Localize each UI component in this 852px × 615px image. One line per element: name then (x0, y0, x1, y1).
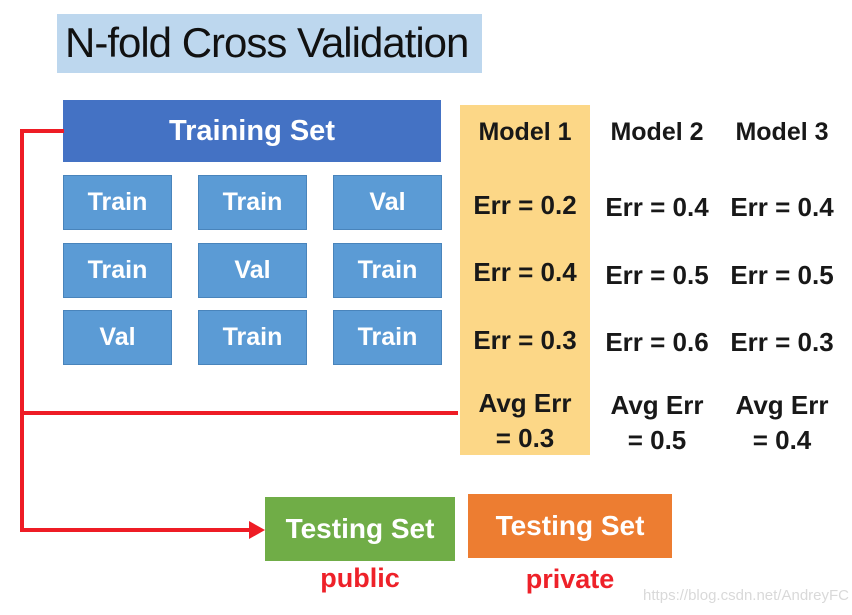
model3-err-fold1: Err = 0.4 (730, 192, 834, 222)
model1-highlight-panel (460, 105, 590, 455)
model2-err-fold3: Err = 0.6 (605, 327, 709, 357)
model2-avg-err-line1: Avg Err (610, 390, 704, 420)
model1-err-fold2: Err = 0.4 (473, 257, 577, 287)
model2-avg-err-line2: = 0.5 (627, 425, 687, 455)
fold-cell-r1c2: Train (198, 175, 307, 230)
watermark-url: https://blog.csdn.net/AndreyFC (643, 587, 849, 604)
model2-err-fold2: Err = 0.5 (605, 260, 709, 290)
fold-cell-r2c1: Train (63, 243, 172, 298)
testing-set-public-box: Testing Set (265, 497, 455, 561)
model1-avg-err: Avg Err = 0.3 (460, 386, 590, 456)
model2-avg-err: Avg Err = 0.5 (597, 388, 717, 458)
training-set-header: Training Set (63, 100, 441, 162)
testing-set-private-box: Testing Set (468, 494, 672, 558)
fold-cell-r3c1: Val (63, 310, 172, 365)
model2-err-fold1: Err = 0.4 (605, 192, 709, 222)
model3-avg-err-line2: = 0.4 (752, 425, 812, 455)
arrowhead-icon (249, 521, 265, 539)
private-caption: private (525, 564, 615, 594)
model3-avg-err: Avg Err = 0.4 (722, 388, 842, 458)
fold-cell-r1c1: Train (63, 175, 172, 230)
model1-err-fold3: Err = 0.3 (473, 325, 577, 355)
fold-cell-r3c3: Train (333, 310, 442, 365)
fold-cell-r3c2: Train (198, 310, 307, 365)
fold-cell-r2c3: Train (333, 243, 442, 298)
public-caption: public (320, 563, 400, 593)
model2-header: Model 2 (610, 118, 704, 146)
fold-cell-r1c3: Val (333, 175, 442, 230)
fold-cell-r2c2: Val (198, 243, 307, 298)
model1-avg-err-line2: = 0.3 (495, 423, 555, 453)
model3-avg-err-line1: Avg Err (735, 390, 829, 420)
model1-err-fold1: Err = 0.2 (473, 190, 577, 220)
model3-err-fold2: Err = 0.5 (730, 260, 834, 290)
model3-err-fold3: Err = 0.3 (730, 327, 834, 357)
model3-header: Model 3 (735, 118, 829, 146)
model1-header: Model 1 (478, 118, 572, 146)
model1-avg-err-line1: Avg Err (478, 388, 572, 418)
page-title: N-fold Cross Validation (57, 14, 483, 73)
